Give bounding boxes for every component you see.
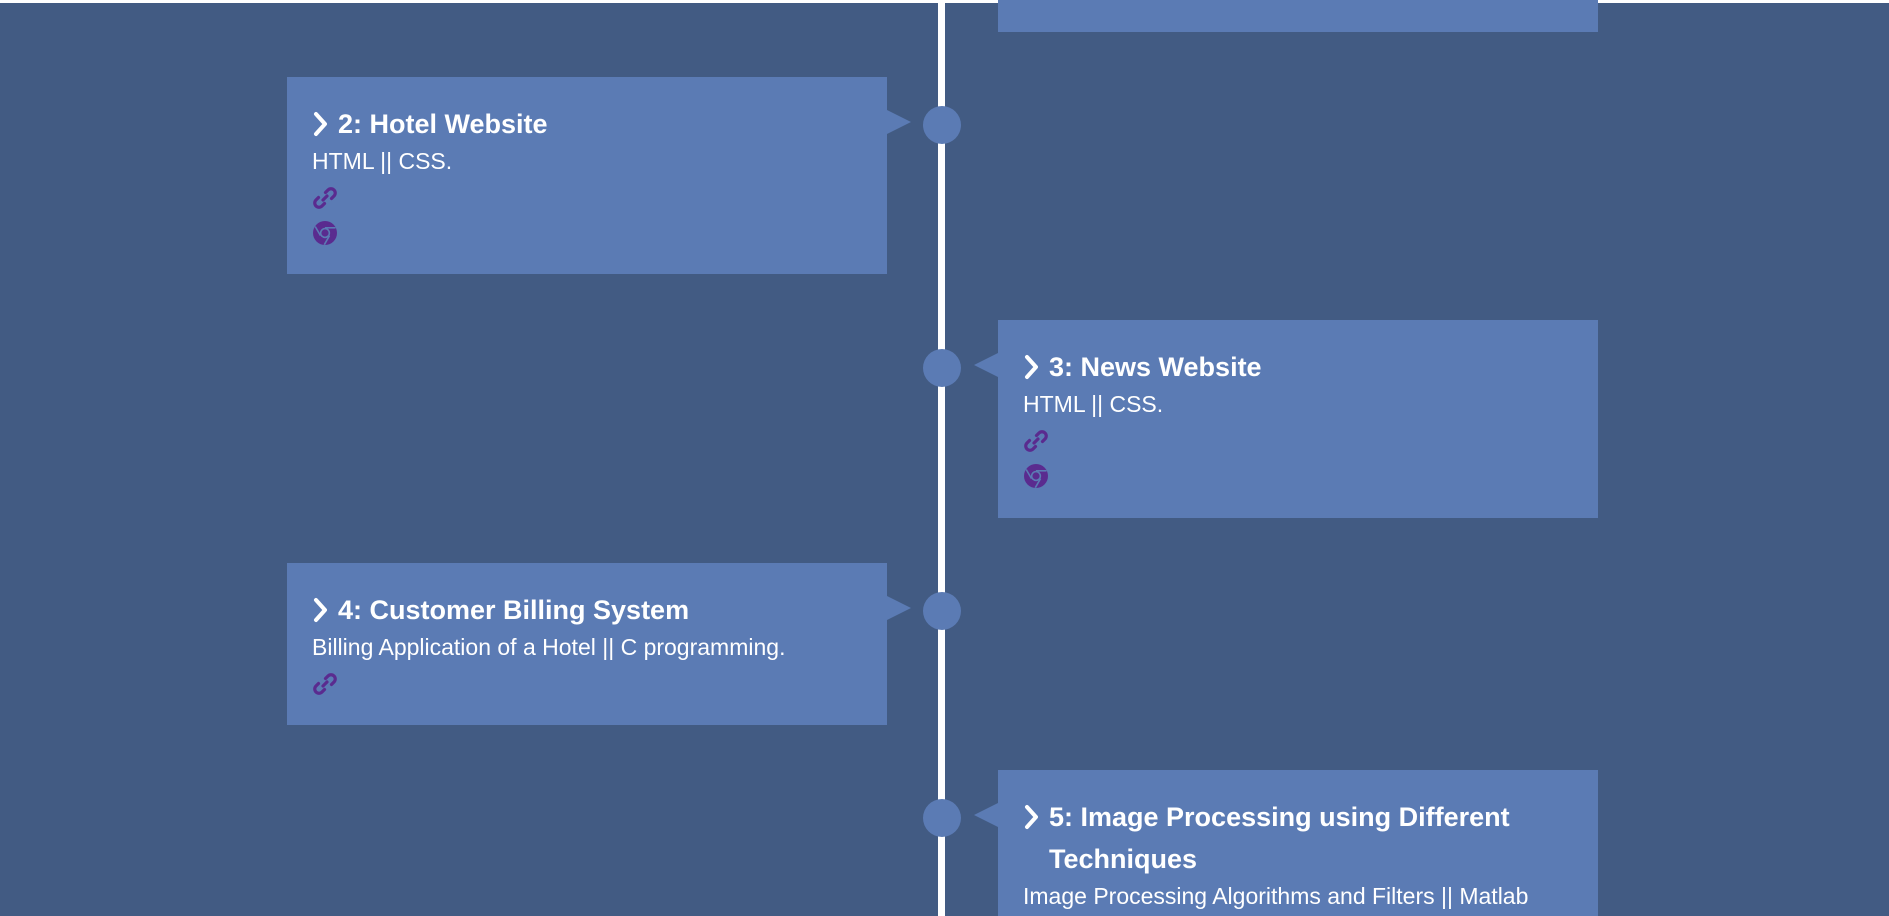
card-title-text: 3: News Website [1049, 352, 1262, 382]
timeline-card: 2: Hotel Website HTML || CSS. [287, 77, 911, 274]
timeline-dot [923, 106, 961, 144]
timeline-card-previous [998, 0, 1598, 32]
chrome-icon[interactable] [1023, 463, 1049, 489]
card-pointer [887, 110, 911, 134]
timeline-dot [923, 799, 961, 837]
chevron-right-icon [312, 103, 338, 145]
card-pointer [974, 803, 998, 827]
chevron-right-icon [1023, 796, 1049, 838]
card-links [1023, 428, 1573, 489]
card-description: Billing Application of a Hotel || C prog… [312, 634, 786, 660]
card-pointer [887, 596, 911, 620]
chrome-icon[interactable] [312, 220, 338, 246]
link-icon[interactable] [312, 671, 338, 697]
card-title: 4: Customer Billing System [312, 589, 862, 631]
card-title: 5: Image Processing using Different Tech… [1023, 796, 1573, 880]
card-links [312, 671, 862, 697]
timeline-card: 5: Image Processing using Different Tech… [974, 770, 1598, 916]
card-description: HTML || CSS. [312, 148, 453, 174]
card-title-text: 5: Image Processing using Different Tech… [1049, 802, 1510, 874]
link-icon[interactable] [312, 185, 338, 211]
timeline-dot [923, 349, 961, 387]
card-title: 2: Hotel Website [312, 103, 862, 145]
timeline-card: 3: News Website HTML || CSS. [974, 320, 1598, 518]
chevron-right-icon [1023, 346, 1049, 388]
card-title: 3: News Website [1023, 346, 1573, 388]
timeline-card: 4: Customer Billing System Billing Appli… [287, 563, 911, 725]
card-pointer [974, 353, 998, 377]
card-description: Image Processing Algorithms and Filters … [1023, 883, 1529, 909]
timeline-dot [923, 592, 961, 630]
timeline-line [938, 0, 945, 916]
link-icon[interactable] [1023, 428, 1049, 454]
chevron-right-icon [312, 589, 338, 631]
card-description: HTML || CSS. [1023, 391, 1164, 417]
card-links [312, 185, 862, 246]
card-title-text: 4: Customer Billing System [338, 595, 690, 625]
card-title-text: 2: Hotel Website [338, 109, 548, 139]
